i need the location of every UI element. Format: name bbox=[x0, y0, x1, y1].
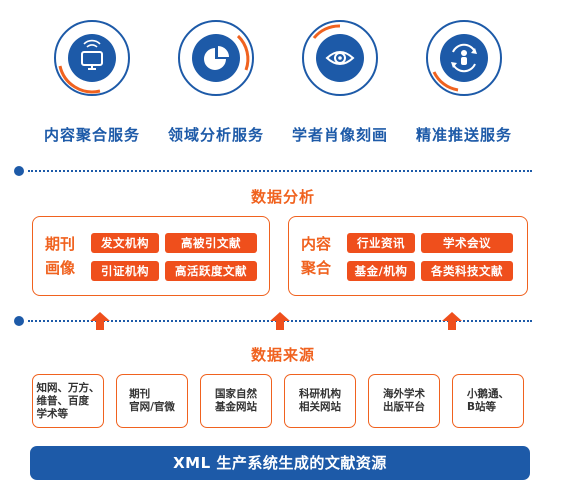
service-precise-push: 精准推送服务 bbox=[394, 18, 534, 148]
tag: 学术会议 bbox=[421, 233, 513, 253]
analysis-box-heading: 期刊 画像 bbox=[45, 235, 76, 277]
service-domain-analysis: 领域分析服务 bbox=[146, 18, 286, 148]
analysis-box-heading: 内容 聚合 bbox=[301, 235, 332, 277]
source-item: 国家自然 基金网站 bbox=[200, 374, 272, 428]
service-label: 领域分析服务 bbox=[167, 126, 264, 144]
tag: 发文机构 bbox=[91, 233, 159, 253]
source-item: 小鹅通、 B站等 bbox=[452, 374, 524, 428]
sources-title: 数据来源 bbox=[250, 346, 315, 364]
source-label: 海外学术 出版平台 bbox=[383, 388, 425, 413]
tag: 引证机构 bbox=[91, 261, 159, 281]
separator-dot bbox=[14, 316, 24, 326]
service-icon-ring bbox=[300, 18, 380, 98]
separator-dot bbox=[14, 166, 24, 176]
service-label: 内容聚合服务 bbox=[43, 126, 140, 144]
service-label: 精准推送服务 bbox=[415, 126, 512, 144]
eye-icon bbox=[302, 20, 378, 96]
source-item: 知网、万方、 维普、百度 学术等 bbox=[32, 374, 104, 428]
analysis-title: 数据分析 bbox=[250, 188, 315, 206]
tag: 各类科技文献 bbox=[421, 261, 513, 281]
source-item: 海外学术 出版平台 bbox=[368, 374, 440, 428]
pie-chart-icon bbox=[178, 20, 254, 96]
person-refresh-icon bbox=[426, 20, 502, 96]
source-label: 期刊 官网/官微 bbox=[129, 388, 175, 413]
service-icon-ring bbox=[424, 18, 504, 98]
xml-resource-bar: XML 生产系统生成的文献资源 bbox=[30, 446, 530, 480]
analysis-box-journal-portrait: 期刊 画像 发文机构 高被引文献 引证机构 高活跃度文献 bbox=[32, 216, 270, 296]
monitor-signal-icon bbox=[54, 20, 130, 96]
source-label: 国家自然 基金网站 bbox=[215, 388, 257, 413]
service-icon-ring bbox=[52, 18, 132, 98]
service-icon-ring bbox=[176, 18, 256, 98]
source-label: 小鹅通、 B站等 bbox=[467, 388, 509, 413]
service-scholar-portrait: 学者肖像刻画 bbox=[270, 18, 410, 148]
service-label: 学者肖像刻画 bbox=[291, 126, 388, 144]
tag: 行业资讯 bbox=[347, 233, 415, 253]
up-arrow-icon bbox=[442, 312, 462, 330]
tag: 高活跃度文献 bbox=[165, 261, 257, 281]
analysis-box-content-aggregation: 内容 聚合 行业资讯 学术会议 基金/机构 各类科技文献 bbox=[288, 216, 528, 296]
up-arrow-icon bbox=[90, 312, 110, 330]
source-label: 知网、万方、 维普、百度 学术等 bbox=[36, 381, 100, 420]
dotted-separator bbox=[14, 166, 532, 176]
tag: 高被引文献 bbox=[165, 233, 257, 253]
service-content-aggregation: 内容聚合服务 bbox=[22, 18, 162, 148]
source-item: 期刊 官网/官微 bbox=[116, 374, 188, 428]
up-arrow-icon bbox=[270, 312, 290, 330]
separator-line bbox=[28, 170, 532, 172]
tag: 基金/机构 bbox=[347, 261, 415, 281]
source-label: 科研机构 相关网站 bbox=[299, 388, 341, 413]
source-item: 科研机构 相关网站 bbox=[284, 374, 356, 428]
